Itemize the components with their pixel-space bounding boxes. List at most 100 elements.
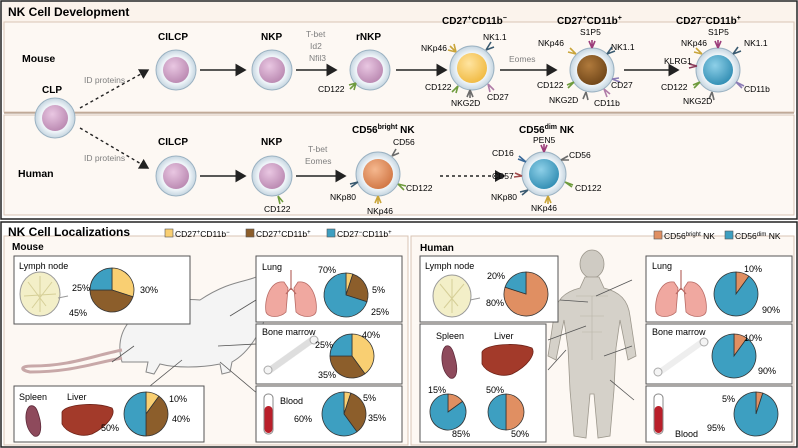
human-liver-pie [487,393,525,431]
bone-illustration [263,335,319,375]
dim-nkp46: NKp46 [531,203,557,213]
mouse-blood-pie [321,391,367,437]
cd56bright-cell [349,148,407,204]
mouse-s3-cd122: CD122 [661,82,688,92]
mouse-bm-label: Bone marrow [262,327,316,337]
localization-title: NK Cell Localizations [8,225,130,239]
mouse-liver-slice-2 [145,395,169,437]
mouse-nkp-cell [251,49,293,91]
cd56dim-cell [513,144,574,204]
mouse-lung-box: Lung 5% 25% 70% [255,255,403,323]
mouse-spleen-label: Spleen [19,392,47,402]
mouse-lung-pct-3: 70% [318,265,336,275]
bright-nkp46: NKp46 [367,206,393,216]
human-legend-swatch-2 [724,230,734,240]
human-lymph-node-label: Lymph node [425,261,474,271]
human-liver-icon [481,344,534,376]
mouse-lymph-node-label: Lymph node [19,261,68,271]
human-lung-illustration [655,270,707,317]
mouse-s2-nk11: NK1.1 [611,42,635,52]
mouse-bm-slice-2 [329,355,366,379]
mouse-ln-slice-3 [89,267,113,291]
human-blood-pct-2: 95% [707,423,725,433]
mouse-s1-nkg2d: NKG2D [451,98,480,108]
human-ln-slice-2 [504,271,527,295]
rnkp-label: rNKP [356,32,381,43]
human-spleen-pct-1: 15% [428,385,446,395]
legend-swatch-2 [245,228,255,238]
human-lung-pct-1: 10% [744,264,762,274]
mouse-lung-slice-3 [323,272,368,318]
mouse-bm-slice-3 [329,333,353,357]
mouse-stage3-title: CD27−CD11b+ [676,15,741,27]
human-tf-2: Eomes [305,156,331,166]
mouse-s1-cd27: CD27 [487,92,509,102]
mouse-loc-label: Mouse [12,242,44,253]
mouse-s3-nkg2d: NKG2D [683,96,712,106]
mouse-blood-label: Blood [280,396,303,406]
dim-pen5: PEN5 [533,135,555,145]
mouse-blood-pct-3: 60% [294,414,312,424]
human-illustration [547,249,637,439]
human-loc-label: Human [420,243,454,254]
legend-item-2: CD27+CD11b+ [256,229,311,239]
human-spleen-liver-box: Spleen Liver 15% 85% 50% 50% [419,323,547,443]
dim-cd57: CD57 [492,171,514,181]
mouse-s2-cd122: CD122 [537,80,564,90]
human-bone-illustration [653,337,709,377]
mouse-bm-pie [329,333,375,379]
human-spleen-label: Spleen [436,331,464,341]
human-cilcp-label: CILCP [158,137,188,148]
mouse-lung-label: Lung [262,262,282,272]
human-ln-pct-2: 20% [487,271,505,281]
mouse-stage1-cell [447,41,495,98]
bright-cd122: CD122 [406,183,433,193]
human-legend-item-1: CD56bright NK [664,231,715,241]
human-legend-swatch-1 [653,230,663,240]
mouse-stage2-cell [566,40,621,101]
mouse-s3-klrg1: KLRG1 [664,56,692,66]
legend-item-1: CD27+CD11b− [175,229,230,239]
human-lung-slice-2 [713,271,759,317]
mouse-lung-slice-2 [345,273,369,303]
human-lineage: ID proteins CILCP NKP CD122 T-bet Eomes … [84,124,602,216]
human-blood-box: Blood 5% 95% [645,385,793,443]
human-blood-tube [653,393,664,435]
human-lymph-node-box: Lymph node 80% 20% [419,255,559,323]
cd56dim-title: CD56dim NK [519,124,575,136]
human-spleen-pct-2: 85% [452,429,470,439]
mouse-s3-nk11: NK1.1 [744,38,768,48]
mouse-s3-nkp46: NKp46 [681,38,707,48]
bright-cd56: CD56 [393,137,415,147]
mouse-stage1-title: CD27+CD11b− [442,15,507,27]
mouse-liver-pie [123,391,169,437]
mouse-s1-nk11: NK1.1 [483,32,507,42]
mouse-stage3-cell [688,40,745,101]
human-lymph-node-pie [503,271,549,317]
bright-nkp80: NKp80 [330,192,356,202]
mouse-liver-label: Liver [67,392,87,402]
mouse-tf-1: T-bet [306,29,326,39]
mouse-bm-slice-1 [351,333,375,375]
dim-cd122: CD122 [575,183,602,193]
mouse-blood-pct-2: 35% [368,413,386,423]
mouse-blood-slice-3 [321,391,358,437]
mouse-lymph-node-box: Lymph node 30% 45% 25% [13,255,191,325]
human-id-proteins-label: ID proteins [84,153,125,163]
mouse-liver-pct-2: 40% [172,414,190,424]
mouse-ln-slice-2 [89,289,134,313]
legend-swatch-3 [326,228,336,238]
human-liver-label: Liver [494,331,514,341]
human-section-label: Human [18,168,54,180]
legend-item-3: CD27−CD11b+ [337,229,392,239]
mouse-s2-nkg2d: NKG2D [549,95,578,105]
mouse-s2-nkp46: NKp46 [538,38,564,48]
mouse-liver-icon [61,404,114,436]
human-bm-label: Bone marrow [652,327,706,337]
human-cilcp-cell [155,155,197,197]
human-bm-pct-2: 90% [758,366,776,376]
mouse-ln-pct-3: 25% [72,283,90,293]
human-blood-slice-2 [733,391,779,437]
rnkp-cell [348,49,391,91]
lymph-node-illustration [19,271,69,317]
